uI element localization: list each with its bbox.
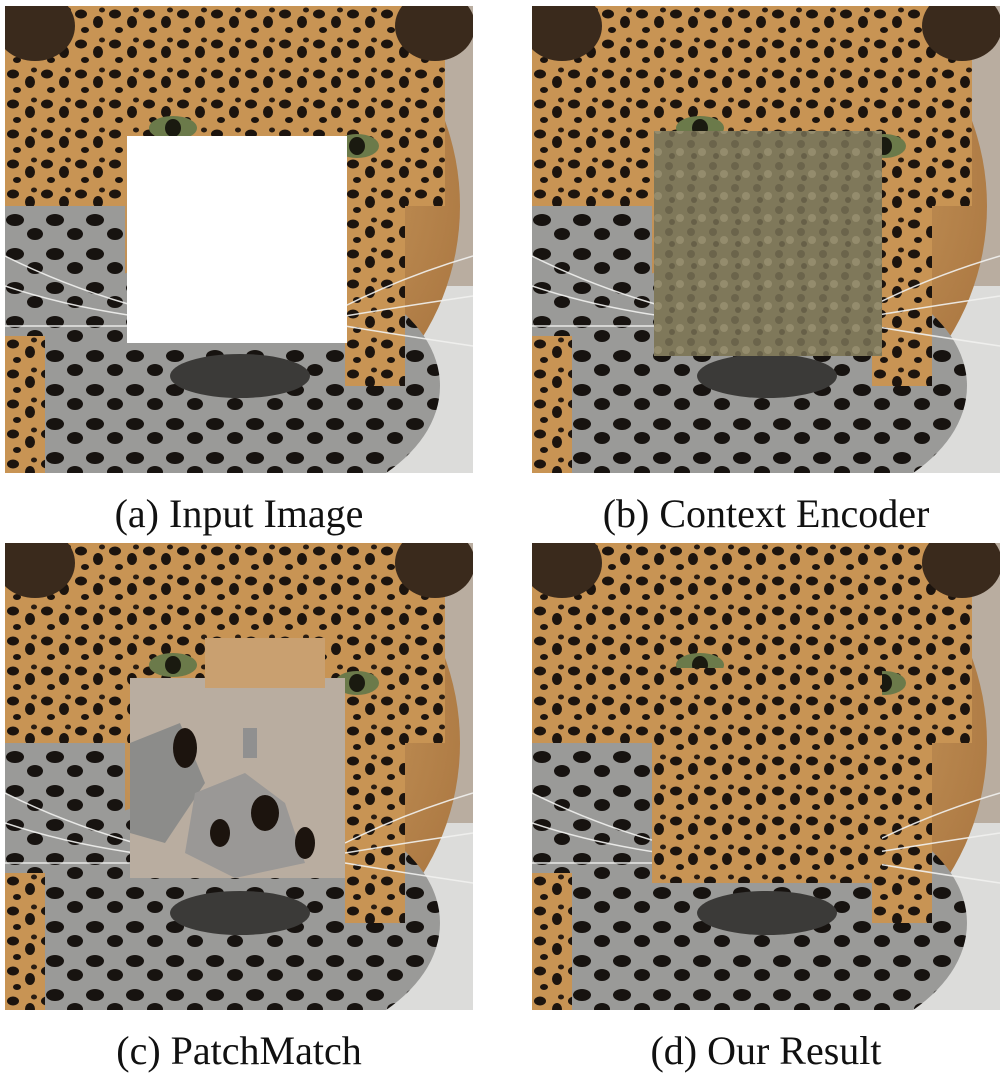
- inpainted-region: [652, 668, 882, 883]
- caption-patchmatch: (c) PatchMatch: [116, 1028, 362, 1073]
- mask-region: [127, 136, 347, 343]
- jaguar-image-input: [5, 6, 473, 473]
- panel-context-encoder: [532, 6, 1000, 473]
- jaguar-image-patchmatch: [5, 543, 473, 1010]
- blurry-fill-region: [654, 131, 882, 356]
- panel-input-image: [5, 6, 473, 473]
- jaguar-image-context-encoder: [532, 6, 1000, 473]
- caption-context-encoder: (b) Context Encoder: [602, 491, 930, 536]
- jaguar-image-our-result: [532, 543, 1000, 1010]
- panel-patchmatch: [5, 543, 473, 1010]
- caption-our-result: (d) Our Result: [650, 1028, 882, 1073]
- caption-input-image: (a) Input Image: [114, 491, 364, 536]
- patchmatch-fill-region: [130, 638, 345, 878]
- panel-our-result: [532, 543, 1000, 1010]
